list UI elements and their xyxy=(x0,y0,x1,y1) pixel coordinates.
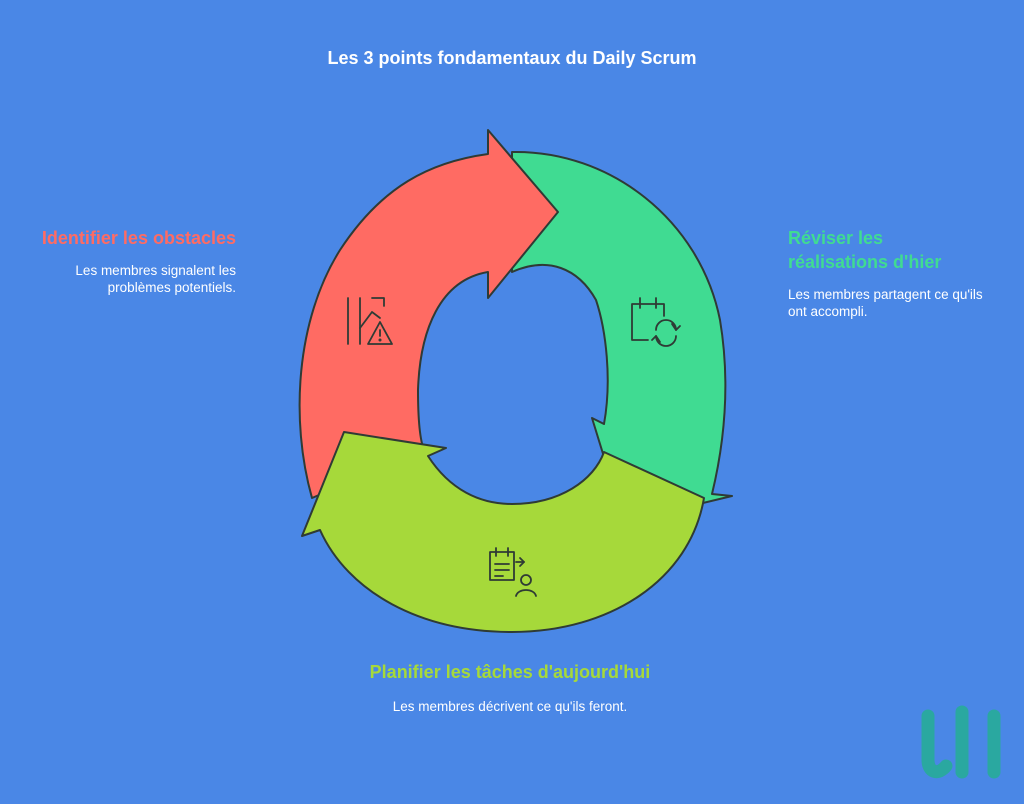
step-description: Les membres décrivent ce qu'ils feront. xyxy=(392,699,628,714)
brand-logo-icon xyxy=(921,705,1001,779)
task-list-person-icon xyxy=(489,547,537,597)
calendar-refresh-icon xyxy=(631,297,681,347)
cycle-arrow-lime xyxy=(301,431,705,633)
page-title: Les 3 points fondamentaux du Daily Scrum xyxy=(327,48,697,68)
step-heading: Identifier les obstacles xyxy=(41,228,236,248)
step-description: Les membres partagent ce qu'ils ont acco… xyxy=(788,287,983,319)
step-description: Les membres signalent les problèmes pote… xyxy=(75,263,236,295)
cycle-arrow-red xyxy=(298,129,559,499)
cycle-arrow-green xyxy=(511,150,733,523)
step-heading: Réviser les réalisations d'hier xyxy=(788,228,942,272)
step-heading: Planifier les tâches d'aujourd'hui xyxy=(369,662,651,682)
step-review-yesterday: Réviser les réalisations d'hier Les memb… xyxy=(788,226,988,320)
step-plan-today: Planifier les tâches d'aujourd'hui Les m… xyxy=(360,660,660,715)
obstacle-warning-icon xyxy=(347,297,393,345)
step-identify-obstacles: Identifier les obstacles Les membres sig… xyxy=(36,226,236,296)
